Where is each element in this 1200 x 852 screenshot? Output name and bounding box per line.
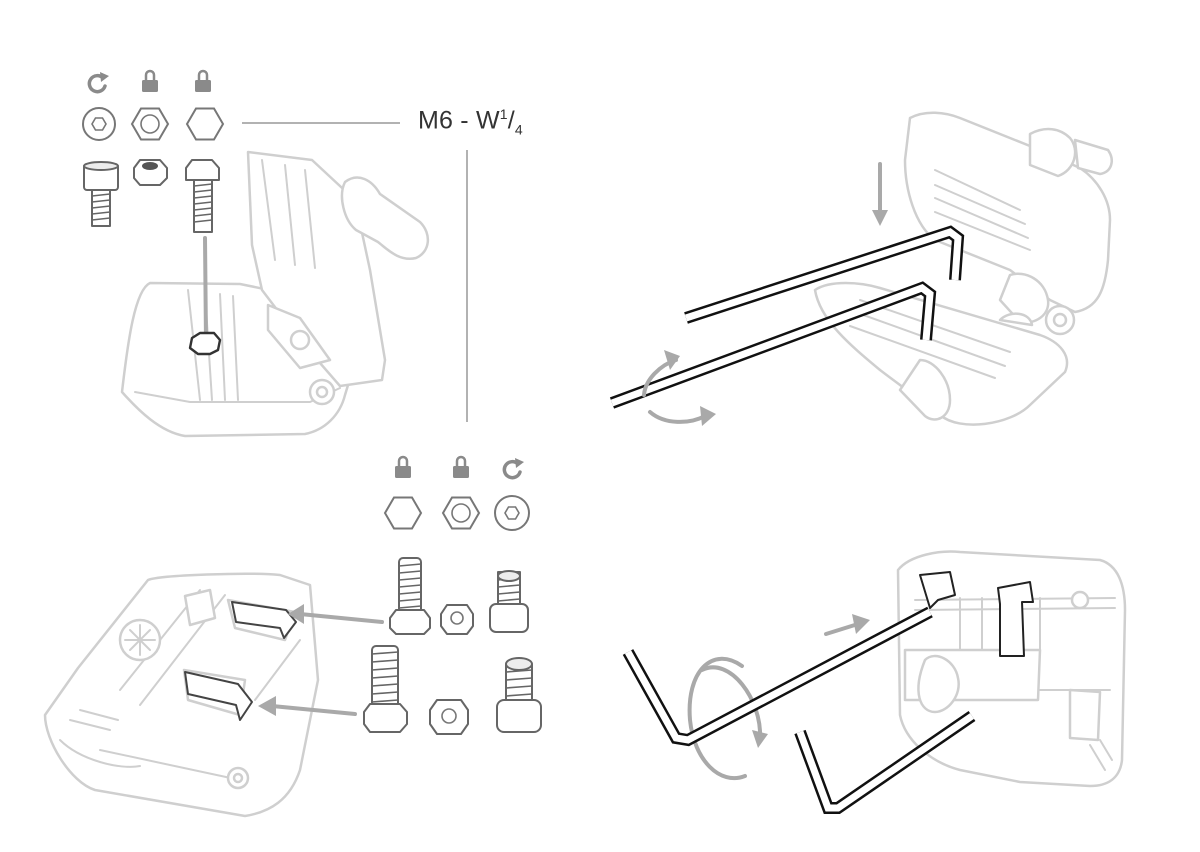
hex-head-symbol (185, 107, 225, 141)
insert-arrow-upper-head (288, 604, 304, 624)
hex-bolt (185, 159, 220, 233)
socket-head-symbol (82, 107, 116, 141)
lock-icon (395, 455, 411, 478)
push-arrow (824, 622, 860, 636)
socket-screw (489, 570, 529, 633)
nut-symbol (130, 107, 170, 141)
hex-bolt (363, 645, 408, 733)
device-open-view-2 (813, 111, 1113, 426)
insert-arrow (203, 236, 208, 344)
hex-nut (429, 699, 469, 735)
hex-bolt (389, 557, 431, 635)
nut-symbol (441, 496, 481, 530)
rotate-icon (87, 72, 109, 94)
insert-arrow-lower-head (258, 696, 276, 716)
insert-arrow-lower (270, 704, 357, 716)
rotate-icon (502, 458, 524, 480)
size-label-sub: 4 (514, 121, 523, 138)
hex-head-symbol (383, 496, 423, 530)
socket-head-symbol (494, 495, 530, 531)
hex-key-short (684, 225, 965, 324)
size-label-main: M6 - W (418, 106, 500, 135)
hex-key-long (609, 281, 937, 409)
insert-arrow-upper (298, 612, 384, 624)
size-label-sup: 1 (499, 106, 508, 122)
hex-nut (133, 159, 168, 186)
lock-icon (195, 69, 211, 92)
lock-icon (142, 69, 158, 92)
insert-slot-arrow-lower (184, 671, 253, 721)
socket-screw (496, 657, 542, 733)
device-open-view-1 (120, 150, 429, 438)
hex-nut (440, 604, 474, 635)
hex-key-inserted (622, 606, 933, 747)
push-arrow-head (852, 614, 870, 634)
socket-screw (83, 161, 119, 227)
down-arrow-head (872, 210, 888, 226)
clip-marker-2 (997, 581, 1034, 657)
nut-slot (188, 331, 222, 356)
rotate-arrows (642, 350, 716, 426)
hex-key-second (794, 711, 976, 814)
insert-slot-arrow-upper (231, 601, 297, 639)
clip-marker-1 (919, 571, 956, 609)
size-label: M6 - W1/4 (418, 106, 523, 138)
rotation-ellipse (687, 656, 768, 781)
lock-icon (453, 455, 469, 478)
